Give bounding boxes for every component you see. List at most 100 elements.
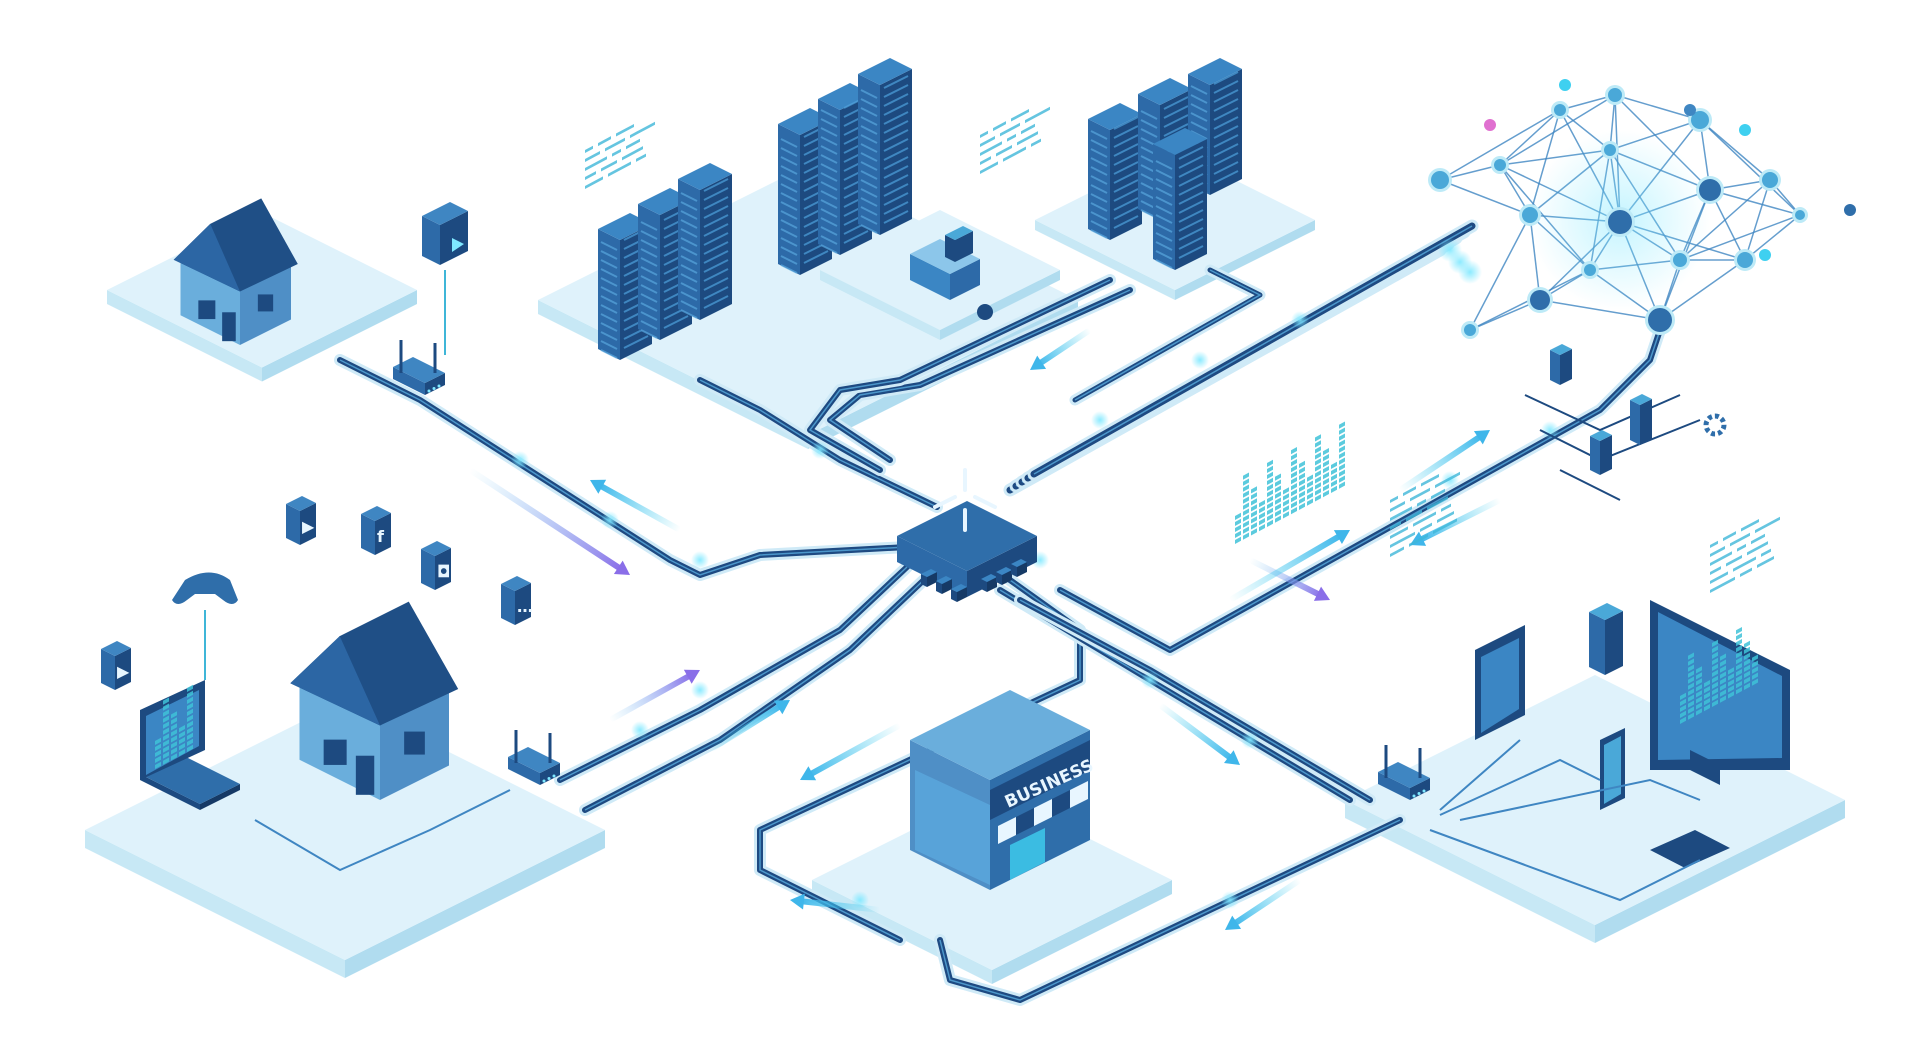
code-lines-icon (1390, 471, 1460, 557)
network-node (1762, 172, 1778, 188)
network-hub-icon (897, 501, 1037, 602)
floating-dot (1484, 119, 1496, 131)
glow-dot (1191, 351, 1209, 369)
business-sign-board (990, 740, 1090, 820)
code-lines-icon (1710, 516, 1780, 593)
glow-dot (691, 681, 709, 699)
data-flow-arrow (1229, 530, 1350, 602)
connector-line (1429, 739, 1701, 902)
data-flow-arrow (799, 723, 901, 781)
play-triangle (452, 238, 464, 252)
house-icon-bottom-left (290, 601, 459, 800)
network-node (1795, 210, 1805, 220)
data-flow-arrow (790, 893, 881, 913)
data-flow-arrow (1029, 328, 1091, 370)
gear-icon (1703, 413, 1727, 437)
awning-stripe (1034, 799, 1052, 826)
floating-dot (1759, 249, 1771, 261)
storefront-icon (910, 690, 1090, 890)
glow-dot (1291, 311, 1309, 329)
neural-network-icon (1428, 79, 1856, 339)
home-platform-bottom-left (85, 700, 605, 978)
glow-dot (631, 721, 649, 739)
glow-dot (1241, 731, 1259, 749)
door (355, 755, 375, 795)
data-flow-arrow (469, 468, 630, 575)
objects: ▶▶f◘… (101, 58, 1856, 902)
awning-stripe (998, 817, 1016, 844)
network-node (1464, 324, 1476, 336)
network-node (1584, 264, 1596, 276)
data-flow-arrow (1249, 558, 1330, 601)
floating-dot (1684, 104, 1696, 116)
server-rack-icon (1088, 103, 1142, 240)
bar-chart-icon (1235, 421, 1345, 544)
network-node (1608, 210, 1632, 234)
house-icon-top-left (173, 198, 298, 345)
router-icon-bottom-left (508, 730, 560, 785)
door (222, 312, 236, 342)
glow-dot (1221, 891, 1239, 909)
awning-stripe (1016, 808, 1034, 835)
network-node (1608, 88, 1622, 102)
code-lines-icon (980, 106, 1050, 174)
video-play-icon: ▶ (286, 496, 316, 545)
laptop-equalizer (155, 684, 193, 769)
chat-bubble-icon: … (501, 576, 533, 625)
server-rack-icon (678, 163, 732, 320)
shop-door (1010, 828, 1045, 880)
video-play-icon: ▶ (101, 641, 131, 690)
network-node (1530, 290, 1550, 310)
chip-component (1590, 430, 1612, 475)
network-node (1494, 159, 1506, 171)
hub-port (921, 569, 937, 587)
svg-text:▶: ▶ (302, 517, 315, 536)
network-node (1522, 207, 1538, 223)
hub-port (951, 584, 967, 602)
tower-component (1630, 394, 1652, 445)
routing-arrows-icon (933, 468, 997, 532)
window (404, 731, 425, 755)
floating-dot (1559, 79, 1571, 91)
office-chair (977, 304, 993, 320)
network-node (1673, 253, 1687, 267)
svg-text:▶: ▶ (117, 662, 130, 681)
network-node (1691, 111, 1709, 129)
glow-dot (601, 511, 619, 529)
router-icon-top-left (393, 340, 445, 395)
monitor-stand (1690, 750, 1720, 785)
glow-dot (511, 451, 529, 469)
glow-dot (1458, 260, 1482, 284)
window (323, 739, 347, 765)
network-node (1554, 104, 1566, 116)
hub-port (936, 576, 952, 594)
network-node (1648, 308, 1672, 332)
server-rack-icon (858, 58, 912, 235)
speaker-icon (1589, 603, 1623, 675)
glow-dot (1541, 421, 1559, 439)
svg-text:…: … (517, 597, 533, 616)
awning-stripe (1052, 790, 1070, 817)
svg-text:◘: ◘ (437, 562, 450, 581)
code-lines-icon (585, 121, 655, 189)
video-play-icon (422, 202, 468, 265)
window (198, 300, 216, 320)
instagram-icon: ◘ (421, 541, 451, 590)
computer-monitor (945, 226, 973, 262)
monitor-equalizer (1680, 627, 1758, 724)
shop-window (915, 770, 990, 885)
router-icon-bottom-right (1378, 745, 1430, 800)
data-flow-arrow (609, 669, 700, 722)
network-node (1431, 171, 1449, 189)
data-flow-arrow (1399, 430, 1490, 492)
glow-dot (691, 551, 709, 569)
game-controller-icon (172, 572, 238, 604)
circuit-components (1524, 344, 1727, 501)
network-node (1699, 179, 1721, 201)
glow-dot (811, 441, 829, 459)
glow-dot (1141, 671, 1159, 689)
data-flow-arrow (590, 479, 681, 532)
network-node (1604, 144, 1616, 156)
network-node (1737, 252, 1753, 268)
hub-port (1011, 559, 1027, 577)
